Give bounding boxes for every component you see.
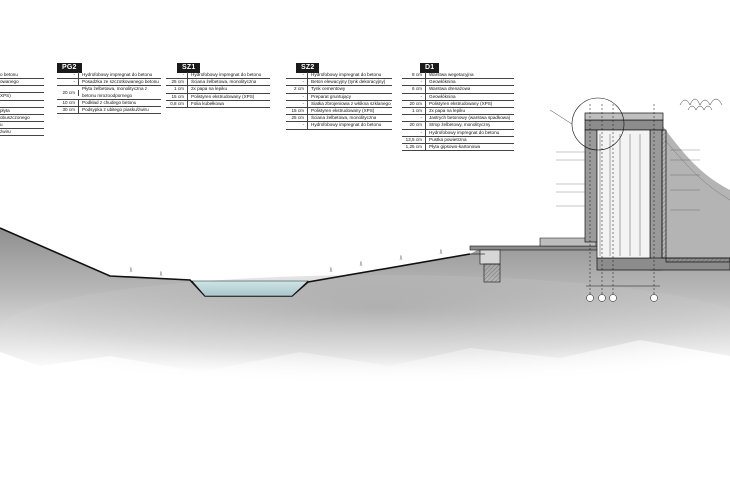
spec-row: owanego: [0, 79, 44, 87]
spec-row: obuszczonego: [0, 115, 44, 123]
spec-list-partial: o betonu owanego XPS) płyta obuszczonego…: [0, 72, 44, 137]
spec-row: -Hydrofobowy impregnat do betonu: [286, 122, 392, 130]
grass-tufts: [129, 248, 443, 277]
layer-tag-sz2: SZ2: [296, 63, 320, 73]
spec-row: płyta: [0, 108, 44, 115]
grid-axis-marker-icon: [598, 294, 606, 302]
spec-row: -Hydrofobowy impregnat do betonu: [166, 72, 270, 80]
spec-row: -Hydrofobowy impregnat do betonu: [57, 72, 161, 80]
spec-row: -Jastrych betonowy (warstwa spadkowa): [402, 115, 514, 123]
spec-row: -Hydrofobowy impregnat do betonu: [402, 129, 514, 137]
spec-row: -Posadzka ze szczotkowanego betonu: [57, 79, 161, 87]
grid-axis-markers: [586, 104, 660, 302]
layer-tag-d1: D1: [420, 63, 440, 73]
spec-row: -Siatka zbrojeniowa z włókna szklanego: [286, 100, 392, 109]
soil-fog: [0, 275, 730, 385]
grid-axis-marker-icon: [586, 294, 594, 302]
layer-spec-sz2: -Hydrofobowy impregnat do betonu -Beton …: [286, 72, 392, 130]
spec-row: u: [0, 122, 44, 130]
grid-axis-marker-icon: [609, 294, 617, 302]
grid-axis-marker-icon: [650, 294, 658, 302]
spec-row: o betonu: [0, 72, 44, 80]
spec-row: [0, 86, 44, 94]
annotation-leaders: [556, 149, 700, 211]
spec-row: żwiru: [0, 129, 44, 137]
roof-vegetation-icon: [679, 98, 723, 111]
spec-row: -Hydrofobowy impregnat do betonu: [286, 72, 392, 80]
layer-tag-pg2: PG2: [57, 63, 82, 73]
layer-tag-sz1: SZ1: [177, 63, 201, 73]
spec-row: -Beton elewacyjny (tynk dekoracyjny): [286, 79, 392, 87]
water-basin: [191, 280, 309, 297]
layer-spec-pg2: -Hydrofobowy impregnat do betonu -Posadz…: [57, 72, 161, 115]
right-hillside: [660, 122, 730, 270]
spec-row: -Preparat gruntujący: [286, 93, 392, 101]
spec-row: [0, 101, 44, 108]
spec-row: XPS): [0, 93, 44, 101]
spec-row: -Geowłóknina: [402, 93, 514, 101]
spec-row: -Geowłóknina: [402, 79, 514, 87]
